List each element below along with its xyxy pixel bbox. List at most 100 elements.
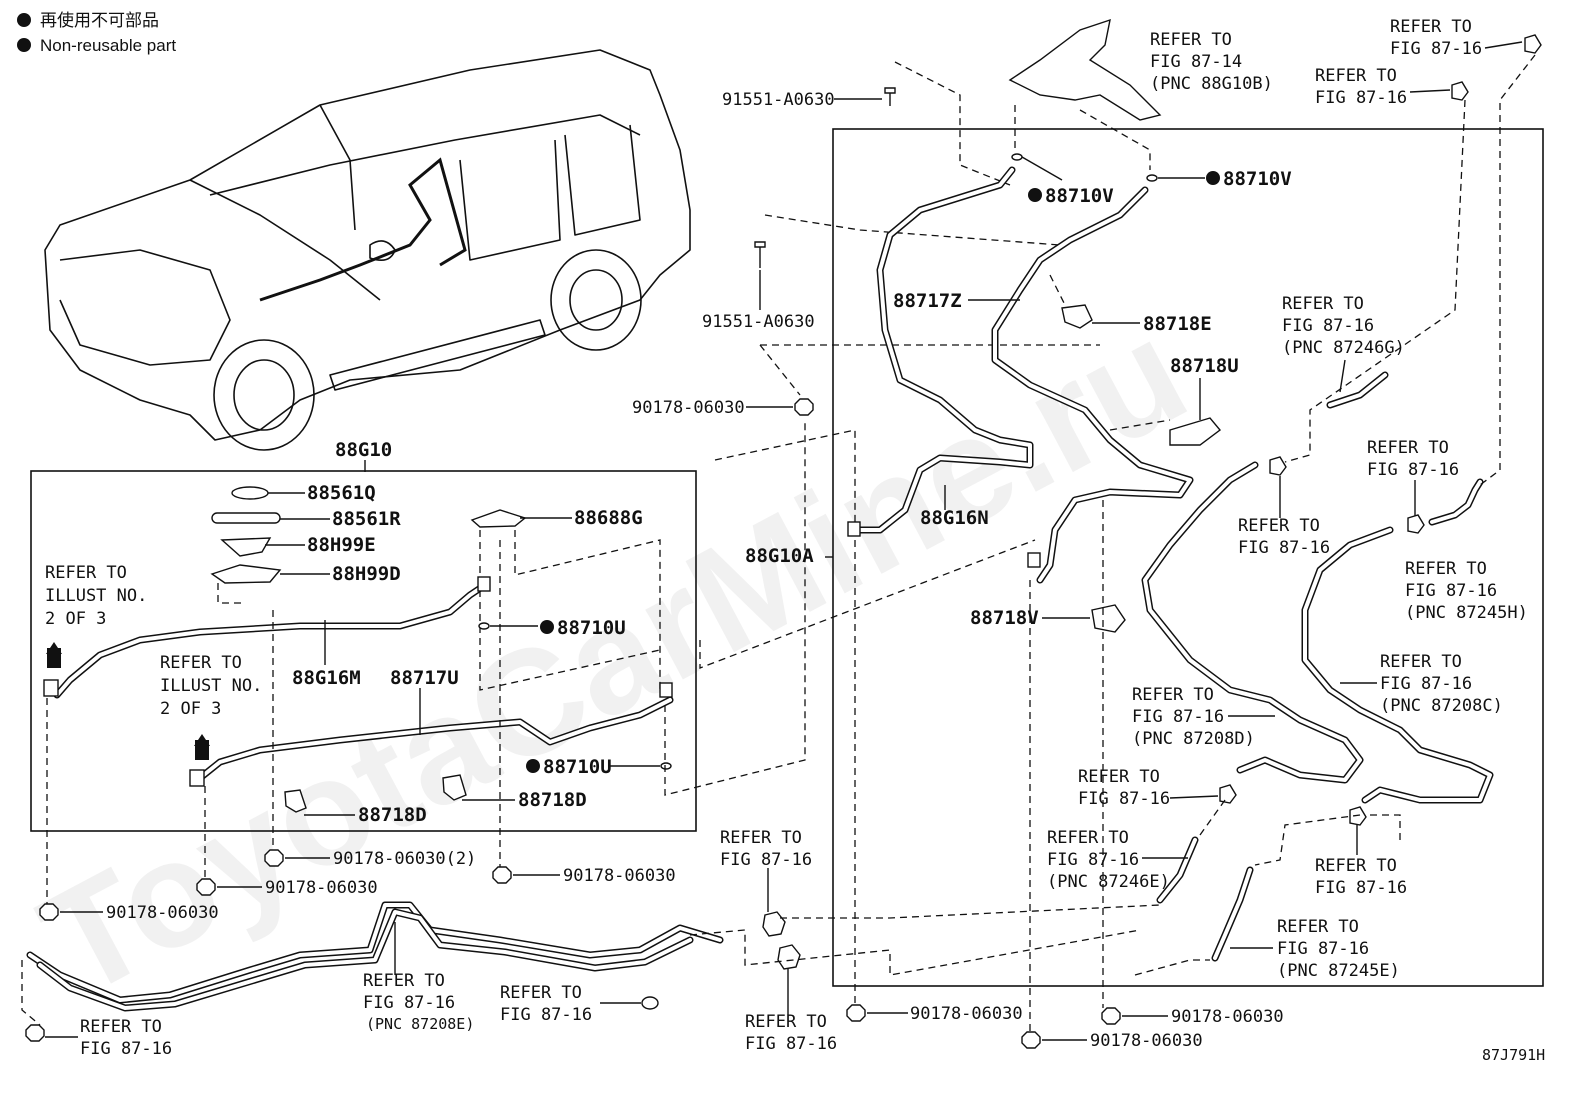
refer-fig-label: FIG 87-16 xyxy=(1405,581,1497,601)
part-88718D-a: 88718D xyxy=(358,804,427,826)
figure-code: 87J791H xyxy=(1482,1046,1545,1064)
refer-pnc-label: (PNC 87208C) xyxy=(1380,696,1503,716)
refer-to-label: REFER TO xyxy=(500,983,582,1003)
legend: 再使用不可部品 Non-reusable part xyxy=(17,10,176,55)
refer-part-88G10B xyxy=(1008,18,1162,121)
refer-to-label: REFER TO xyxy=(1390,17,1472,37)
nut-90178-06030-4: 90178-06030 xyxy=(563,866,676,886)
bolt-icon xyxy=(754,241,766,268)
illust-no-label: ILLUST NO. xyxy=(45,586,147,606)
part-88710V-b: 88710V xyxy=(1223,168,1292,190)
refer-to-label: REFER TO xyxy=(745,1012,827,1032)
part-88718D-b: 88718D xyxy=(518,789,587,811)
refer-fig-label: FIG 87-16 xyxy=(745,1034,837,1054)
refer-to-label: REFER TO xyxy=(1405,559,1487,579)
assembly-88G10-label: 88G10 xyxy=(335,439,392,461)
part-88717Z: 88717Z xyxy=(893,290,962,312)
two-of-three-label: 2 OF 3 xyxy=(160,699,221,719)
legend-jp: 再使用不可部品 xyxy=(40,10,159,30)
bolt-91551-A0630-b: 91551-A0630 xyxy=(702,312,815,332)
refer-fig-label: FIG 87-16 xyxy=(720,850,812,870)
refer-to-label: REFER TO xyxy=(1047,828,1129,848)
refer-to-label: REFER TO xyxy=(80,1017,162,1037)
arrow-up-icon xyxy=(46,642,62,668)
refer-to-label: REFER TO xyxy=(1078,767,1160,787)
refer-to-label: REFER TO xyxy=(1132,685,1214,705)
part-88H99E: 88H99E xyxy=(307,534,376,556)
legend-en: Non-reusable part xyxy=(40,36,176,55)
non-reusable-dot-icon xyxy=(17,38,31,52)
nut-icon xyxy=(196,878,216,896)
refer-to-label: REFER TO xyxy=(1150,30,1232,50)
refer-fig-label: FIG 87-16 xyxy=(1380,674,1472,694)
two-of-three-label: 2 OF 3 xyxy=(45,609,106,629)
refer-to-label: REFER TO xyxy=(1380,652,1462,672)
refer-pnc-label: (PNC 87246G) xyxy=(1282,338,1405,358)
refer-fig-label: FIG 87-16 xyxy=(1367,460,1459,480)
nut-90178-06030-1: 90178-06030 xyxy=(106,903,219,923)
refer-to-label: REFER TO xyxy=(1315,856,1397,876)
nut-icon xyxy=(1021,1031,1041,1049)
refer-fig-label: FIG 87-14 xyxy=(1150,52,1242,72)
part-88710U-a: 88710U xyxy=(557,617,626,639)
part-88710U-b: 88710U xyxy=(543,756,612,778)
vehicle-illustration xyxy=(44,49,691,451)
refer-to-label: REFER TO xyxy=(1315,66,1397,86)
part-88G16N: 88G16N xyxy=(920,507,989,529)
part-88561Q: 88561Q xyxy=(307,482,376,504)
refer-fig-label: FIG 87-16 xyxy=(1277,939,1369,959)
nut-90178-06030-3: 90178-06030 xyxy=(265,878,378,898)
refer-to-label: REFER TO xyxy=(363,971,445,991)
assembly-88G10-box xyxy=(30,470,697,832)
refer-to-label: REFER TO xyxy=(1277,917,1359,937)
refer-to-label: REFER TO xyxy=(1282,294,1364,314)
nut-icon xyxy=(492,866,512,884)
nut-icon xyxy=(25,1024,45,1042)
nut-icon xyxy=(794,398,814,416)
refer-fig-label: FIG 87-16 xyxy=(1047,850,1139,870)
part-88718U: 88718U xyxy=(1170,355,1239,377)
refer-fig-label: FIG 87-16 xyxy=(1315,878,1407,898)
part-88H99D: 88H99D xyxy=(332,563,401,585)
refer-pnc-label: (PNC 87208D) xyxy=(1132,729,1255,749)
refer-pnc-label: (PNC 87208E) xyxy=(366,1015,474,1033)
nut-90178-06030-2: 90178-06030(2) xyxy=(333,849,476,869)
bolt-91551-A0630-a: 91551-A0630 xyxy=(722,90,835,110)
refer-to-label: REFER TO xyxy=(1238,516,1320,536)
non-reusable-dot-icon xyxy=(17,13,31,27)
nut-icon xyxy=(39,903,59,921)
nut-icon xyxy=(264,849,284,867)
illust-no-label: ILLUST NO. xyxy=(160,676,262,696)
nut-icon xyxy=(1101,1007,1121,1025)
nut-icon xyxy=(846,1004,866,1022)
part-88561R: 88561R xyxy=(332,508,401,530)
refer-fig-label: FIG 87-16 xyxy=(1132,707,1224,727)
bolt-icon xyxy=(884,87,896,106)
refer-to-label: REFER TO xyxy=(720,828,802,848)
refer-fig-label: FIG 87-16 xyxy=(1315,88,1407,108)
refer-pnc-label: (PNC 88G10B) xyxy=(1150,74,1273,94)
refer-to-label: REFER TO xyxy=(1367,438,1449,458)
refer-fig-label: FIG 87-16 xyxy=(80,1039,172,1059)
refer-to-label: REFER TO xyxy=(45,563,127,583)
refer-pnc-label: (PNC 87246E) xyxy=(1047,872,1170,892)
part-88717U: 88717U xyxy=(390,667,459,689)
refer-fig-label: FIG 87-16 xyxy=(1390,39,1482,59)
refer-fig-label: FIG 87-16 xyxy=(363,993,455,1013)
refer-to-label: REFER TO xyxy=(160,653,242,673)
part-88718E: 88718E xyxy=(1143,313,1212,335)
part-88688G: 88688G xyxy=(574,507,643,529)
assembly-88G10A-label: 88G10A xyxy=(745,545,814,567)
refer-fig-label: FIG 87-16 xyxy=(500,1005,592,1025)
part-88G16M: 88G16M xyxy=(292,667,361,689)
refer-pnc-label: (PNC 87245H) xyxy=(1405,603,1528,623)
refer-fig-label: FIG 87-16 xyxy=(1078,789,1170,809)
refer-fig-label: FIG 87-16 xyxy=(1282,316,1374,336)
nut-90178-06030-8: 90178-06030 xyxy=(1171,1007,1284,1027)
refer-fig-label: FIG 87-16 xyxy=(1238,538,1330,558)
nut-90178-06030-5: 90178-06030 xyxy=(632,398,745,418)
nut-90178-06030-7: 90178-06030 xyxy=(1090,1031,1203,1051)
refer-pnc-label: (PNC 87245E) xyxy=(1277,961,1400,981)
part-88710V-a: 88710V xyxy=(1045,185,1114,207)
